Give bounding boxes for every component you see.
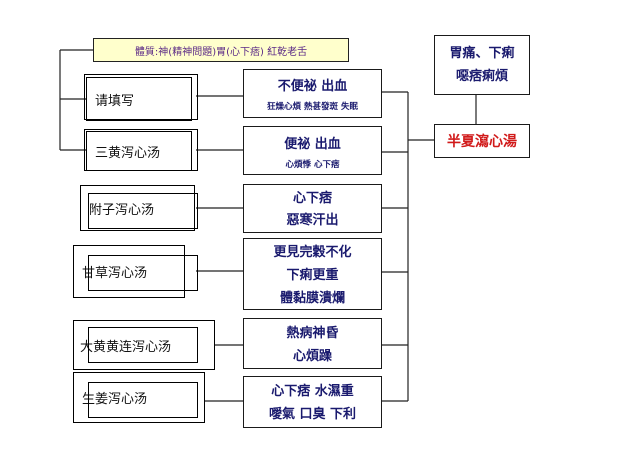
main-symptom-line: 胃痛、下痢 xyxy=(449,46,515,61)
left-item-gancao: 甘草泻心汤 xyxy=(73,245,185,298)
frame xyxy=(88,327,198,363)
formula-name: 半夏瀉心湯 xyxy=(447,134,517,150)
left-item-dahuang: 大黄黄连泻心汤 xyxy=(73,320,215,370)
symptom-line: 心煩躁 xyxy=(292,349,332,364)
symptom-box-5: 熱病神昏 心煩躁 xyxy=(243,318,382,369)
symptom-line: 不便祕 出血 xyxy=(277,79,348,94)
symptom-box-4: 更見完穀不化 下痢更重 體黏膜潰爛 xyxy=(243,238,382,310)
main-symptom-box: 胃痛、下痢 噁痞痢煩 xyxy=(434,35,530,95)
symptom-line: 心下痞 xyxy=(292,191,332,206)
left-item-label: 三黄泻心汤 xyxy=(95,145,161,161)
symptom-box-6: 心下痞 水濕重 噯氣 口臭 下利 xyxy=(243,376,382,428)
symptom-line: 心下痞 水濕重 xyxy=(271,384,354,399)
left-item-label: 生姜泻心汤 xyxy=(82,392,148,407)
frame xyxy=(88,382,198,418)
frame xyxy=(84,74,198,120)
symptom-note: 心煩悸 心下痞 xyxy=(285,160,340,170)
symptom-box-2: 便祕 出血 心煩悸 心下痞 xyxy=(243,126,382,175)
symptom-box-1: 不便祕 出血 狂燥心煩 熱甚發斑 失眠 xyxy=(243,69,382,118)
banxia-xiexin-tang-box: 半夏瀉心湯 xyxy=(434,124,530,158)
frame xyxy=(88,255,198,291)
left-item-shengjiang: 生姜泻心汤 xyxy=(73,372,205,423)
symptom-line: 更見完穀不化 xyxy=(273,245,352,260)
left-item-label: 请填写 xyxy=(95,93,135,109)
symptom-line: 惡寒汗出 xyxy=(286,213,339,228)
left-item-label: 大黄黄连泻心汤 xyxy=(80,339,172,355)
left-item-label: 甘草泻心汤 xyxy=(82,266,148,281)
left-item-label: 附子泻心汤 xyxy=(89,202,155,218)
frame xyxy=(88,193,198,229)
symptom-note: 狂燥心煩 熱甚發斑 失眠 xyxy=(267,102,358,112)
symptom-line: 便祕 出血 xyxy=(284,137,341,152)
symptom-line: 噯氣 口臭 下利 xyxy=(268,407,357,422)
main-symptom-line: 噁痞痢煩 xyxy=(455,69,508,84)
symptom-line: 體黏膜潰爛 xyxy=(279,291,345,306)
symptom-line: 下痢更重 xyxy=(286,268,339,283)
left-item-input[interactable]: 请填写 xyxy=(86,77,192,121)
frame xyxy=(84,129,198,171)
left-item-fuzi: 附子泻心汤 xyxy=(80,185,195,231)
symptom-box-3: 心下痞 惡寒汗出 xyxy=(243,184,382,233)
constitution-box: 體質:神(精神問題)胃(心下痞) 紅乾老舌 xyxy=(93,38,349,62)
symptom-line: 熱病神昏 xyxy=(286,326,339,341)
